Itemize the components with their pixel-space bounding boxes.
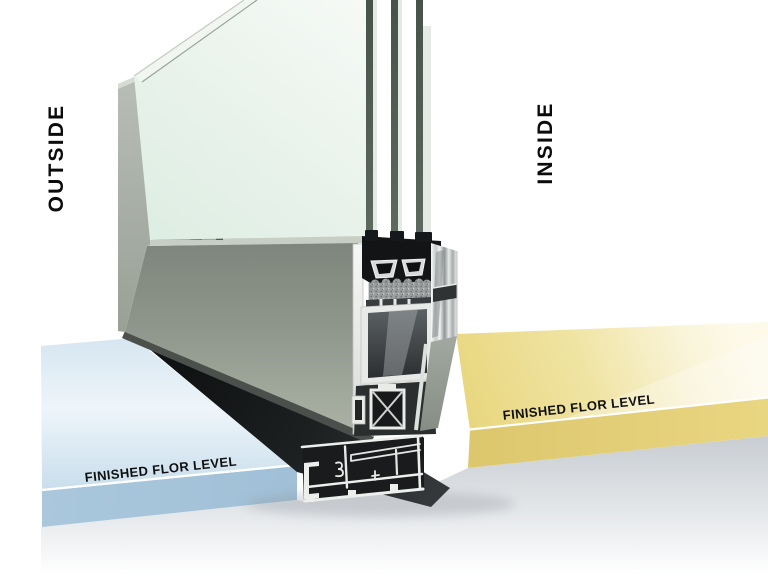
inside-floor xyxy=(456,322,768,468)
outside-label: OUTSIDE xyxy=(45,103,68,213)
cross-section-face xyxy=(351,230,458,436)
outside-floor xyxy=(41,338,297,527)
profile-shadow xyxy=(245,491,515,517)
roller-guide-block xyxy=(369,384,406,430)
bottom-extrusion-cross-section xyxy=(300,434,425,503)
inside-label: INSIDE xyxy=(534,101,557,185)
glazing-unit-edges xyxy=(366,0,431,242)
thermal-break-foam xyxy=(368,278,432,301)
glass-panel xyxy=(133,0,366,240)
inner-frame-face xyxy=(420,336,457,431)
